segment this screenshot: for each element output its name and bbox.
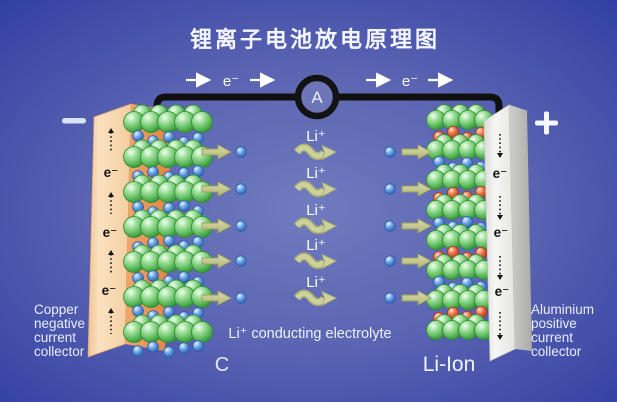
copper-caption-line: collector	[34, 344, 85, 359]
anode-electron-arrows	[108, 128, 114, 334]
anode-electron-label: e⁻	[103, 225, 118, 240]
migrating-lithium-ion	[235, 146, 247, 158]
ammeter-ring	[294, 74, 340, 120]
migrating-lithium-ion	[235, 220, 247, 232]
cathode-electron-column: e⁻ e⁻ e⁻	[493, 134, 510, 340]
aluminium-caption-line: collector	[531, 344, 582, 359]
copper-front-face	[87, 103, 132, 358]
anode-electron-column: e⁻ e⁻ e⁻	[102, 128, 119, 334]
cathode-material-label: Li-Ion	[423, 353, 476, 376]
lithium-ion-sphere	[132, 345, 144, 357]
lithium-ion-label: Li⁺	[306, 202, 326, 219]
lithium-ion-sphere	[163, 346, 175, 358]
aluminium-caption-line: positive	[531, 316, 577, 331]
migrating-lithium-ion	[235, 292, 247, 304]
arrowhead	[497, 335, 503, 340]
aluminium-collector-caption: Aluminium positive current collector	[531, 302, 594, 359]
lithium-ion-sphere	[163, 306, 175, 318]
electrolyte-caption: Li⁺ conducting electrolyte	[228, 326, 391, 342]
aluminium-caption-line: current	[531, 330, 573, 345]
copper-caption-line: Copper	[34, 302, 79, 317]
ammeter-label: A	[311, 88, 323, 107]
arrowhead	[108, 250, 114, 255]
diagram-title: 锂离子电池放电原理图	[190, 27, 440, 52]
minus-icon	[62, 118, 86, 124]
aluminium-side-face	[509, 105, 532, 351]
arrowhead	[497, 275, 503, 280]
copper-caption-line: negative	[34, 316, 85, 331]
lithium-ion-label: Li⁺	[306, 128, 326, 145]
graphite-sphere	[191, 321, 213, 343]
cathode-electron-label: e⁻	[493, 166, 508, 181]
negative-terminal-icon	[62, 118, 86, 124]
ammeter: A	[294, 74, 340, 120]
lithium-ion-sphere	[163, 235, 175, 247]
cathode-electron-label: e⁻	[494, 225, 509, 240]
aluminium-front-face	[483, 104, 516, 362]
electron-flow-annotations: e⁻ e⁻	[186, 72, 454, 90]
cathode-electron-arrows	[497, 134, 503, 340]
arrowhead	[108, 308, 114, 313]
lithium-ion-sphere	[178, 342, 190, 354]
ion-labels: Li⁺ Li⁺ Li⁺ Li⁺ Li⁺	[306, 128, 326, 291]
arrowhead	[108, 128, 114, 133]
electron-label-left: e⁻	[223, 73, 239, 90]
cathode-electron-label: e⁻	[495, 284, 510, 299]
arrowhead	[108, 192, 114, 197]
lithium-ion-sphere	[178, 167, 190, 179]
migrating-lithium-ion	[384, 255, 396, 267]
migrating-lithium-ion	[384, 146, 396, 158]
migrating-lithium-ion	[384, 220, 396, 232]
anode-electron-label: e⁻	[102, 283, 117, 298]
arrowhead	[497, 215, 503, 220]
lithium-ion-label: Li⁺	[306, 274, 326, 291]
anode-electron-label: e⁻	[104, 165, 119, 180]
anode-material-label: C	[215, 354, 229, 376]
migrating-lithium-ion	[384, 183, 396, 195]
plus-icon-v	[544, 111, 549, 135]
lithium-ion-sphere	[163, 131, 175, 143]
lithium-metal-oxide-cathode-stack	[426, 104, 494, 340]
migrating-lithium-ion	[235, 255, 247, 267]
lithium-ion-sphere	[192, 340, 204, 352]
aluminium-collector	[483, 104, 532, 362]
lithium-ion-label: Li⁺	[306, 165, 326, 182]
lithium-ion-label: Li⁺	[306, 237, 326, 254]
copper-collector-caption: Copper negative current collector	[34, 302, 85, 359]
lithium-ion-sphere	[147, 270, 159, 282]
graphite-sphere	[191, 111, 213, 133]
arrowhead	[497, 153, 503, 158]
migrating-lithium-ion	[384, 292, 396, 304]
electron-label-right: e⁻	[402, 73, 418, 90]
copper-caption-line: current	[34, 330, 76, 345]
lithium-ion-sphere	[178, 200, 190, 212]
positive-terminal-icon	[535, 111, 558, 135]
ion-migration-rows	[201, 145, 432, 306]
aluminium-caption-line: Aluminium	[531, 302, 594, 317]
migrating-lithium-ion	[235, 183, 247, 195]
lithium-ion-sphere	[178, 271, 190, 283]
lithium-ion-sphere	[147, 341, 159, 353]
